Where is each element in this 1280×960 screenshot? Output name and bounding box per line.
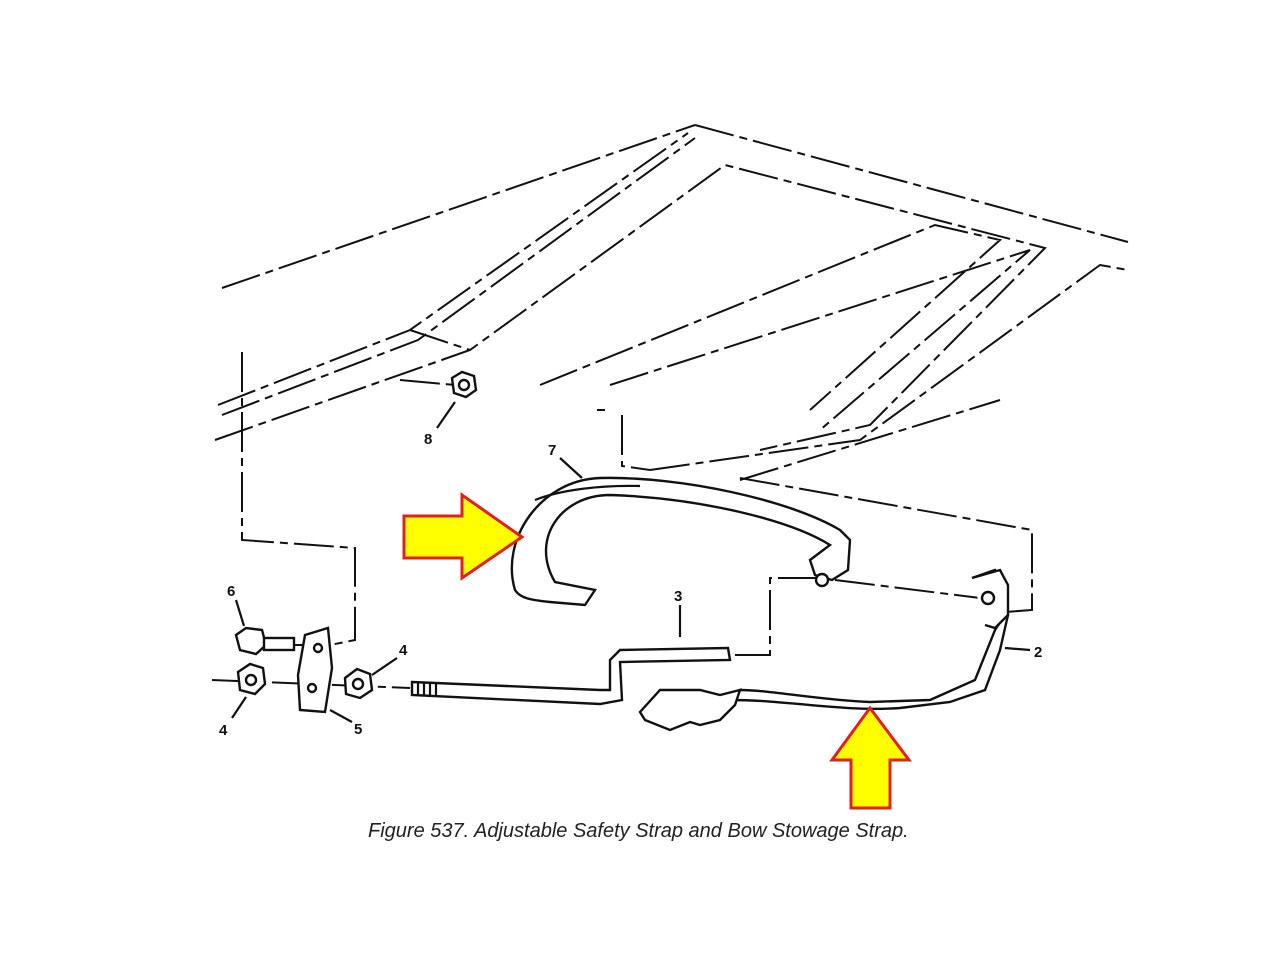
callout-3: 3: [674, 588, 682, 605]
callout-7: 7: [548, 442, 556, 459]
callout-8: 8: [424, 431, 432, 448]
part-5-bracket: [296, 626, 334, 714]
assembly-lines: [211, 352, 1033, 689]
callout-5: 5: [354, 721, 362, 738]
part-4-nut-right: [343, 667, 374, 700]
callout-6: 6: [227, 583, 235, 600]
figure-caption: Figure 537. Adjustable Safety Strap and …: [368, 820, 909, 842]
vehicle-body-outline: [214, 124, 1129, 481]
part-6-bolt: [234, 626, 296, 656]
callout-2: 2: [1034, 644, 1042, 661]
part-2-adjustable-safety-strap: [638, 568, 1010, 732]
callout-4-right: 4: [399, 642, 408, 659]
part-8-nut: [450, 370, 478, 399]
highlight-arrow-right-icon: [402, 492, 525, 581]
highlight-arrow-up-icon: [829, 705, 912, 810]
part-7-bow-stowage-strap: [510, 476, 852, 607]
part-3-rod: [410, 646, 732, 706]
part-4-nut-left: [236, 662, 267, 696]
callout-4-left: 4: [219, 722, 228, 739]
callout-leaders: [231, 401, 1031, 723]
